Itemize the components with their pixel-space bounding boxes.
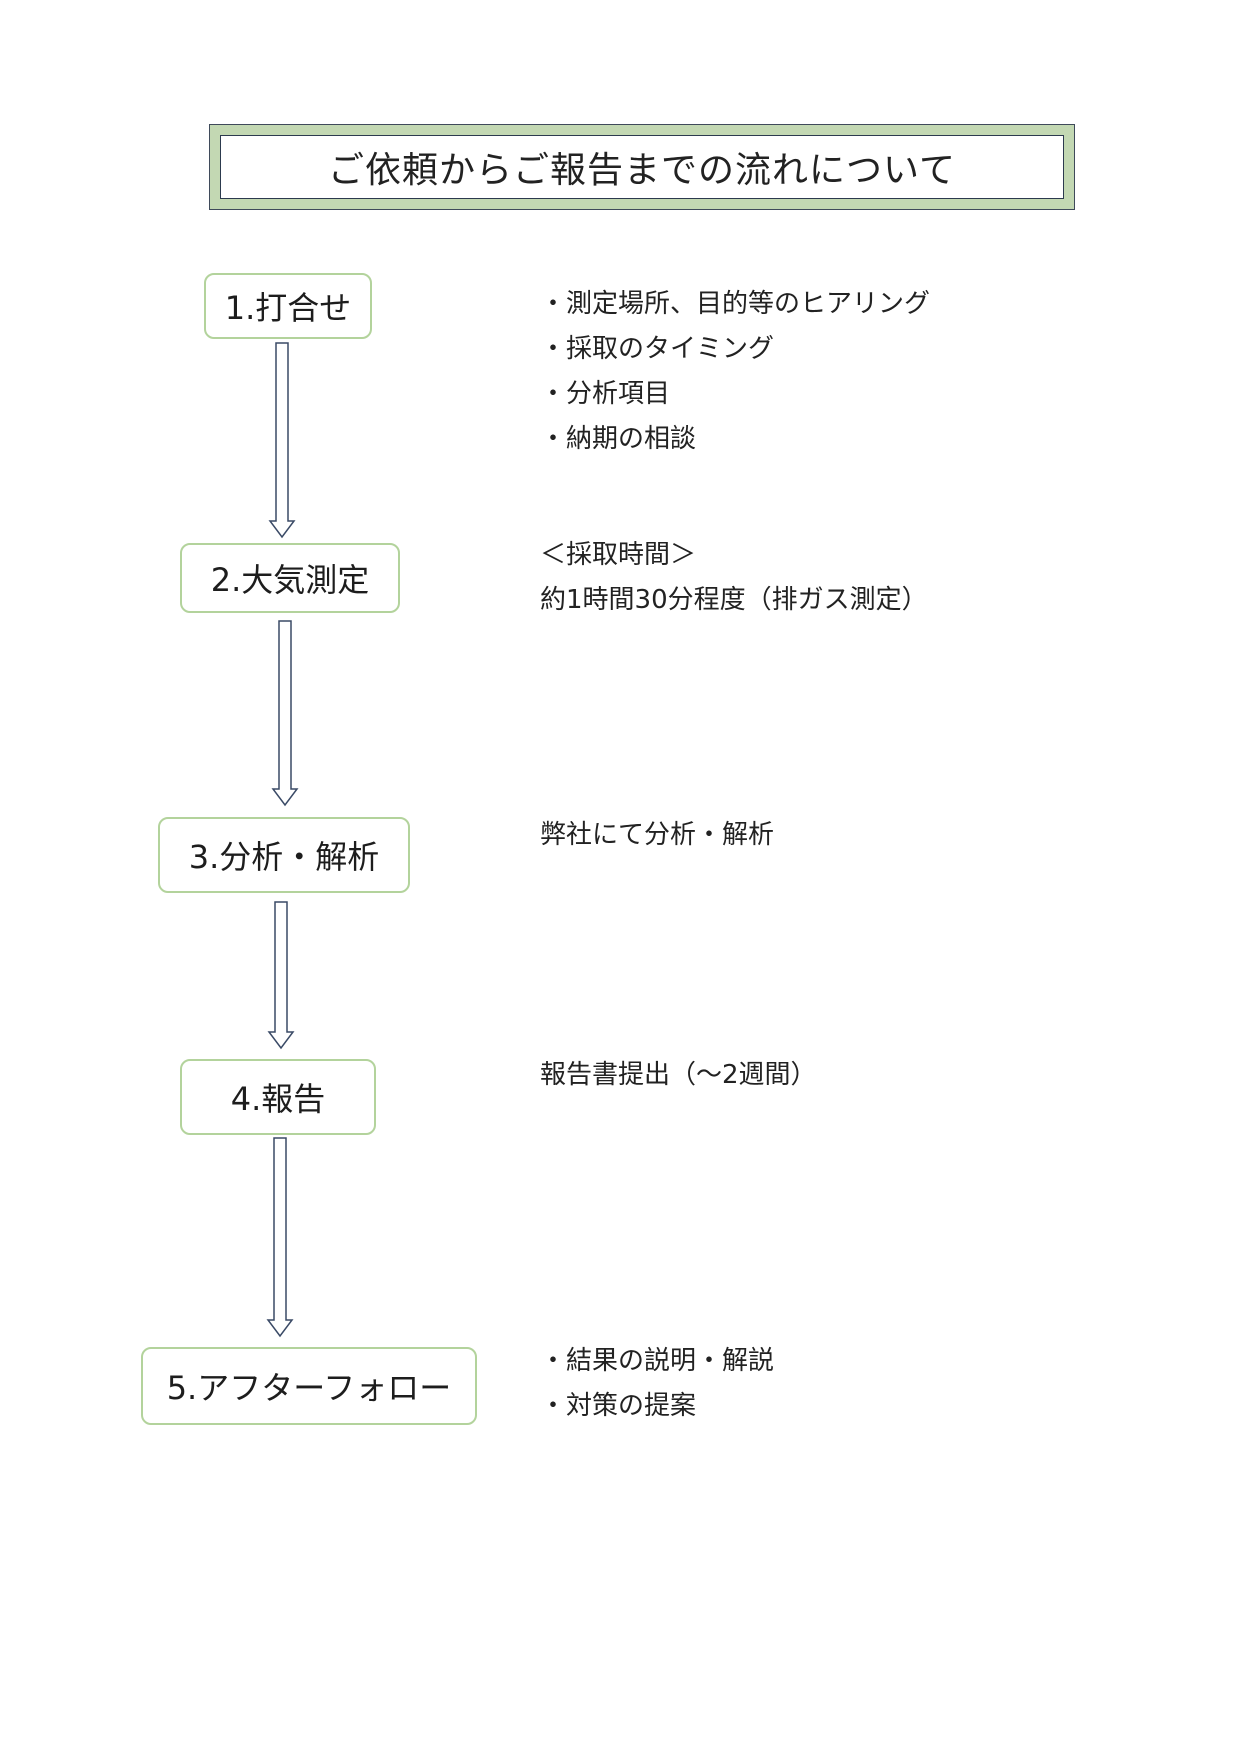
step-5-box: 5.アフターフォロー	[141, 1347, 477, 1425]
step-3-notes: 弊社にて分析・解析	[540, 813, 774, 858]
step-1-label: 1.打合せ	[224, 289, 352, 327]
step-4-label: 4.報告	[230, 1080, 326, 1118]
step-1-note-3: ・分析項目	[540, 379, 671, 409]
arrow-1-to-2	[268, 342, 296, 539]
step-1-box: 1.打合せ	[204, 273, 372, 339]
arrow-3-to-4	[267, 901, 295, 1050]
step-3-box: 3.分析・解析	[158, 817, 410, 893]
arrow-2-to-3	[271, 620, 299, 807]
step-2-notes: ＜採取時間＞ 約1時間30分程度（排ガス測定）	[540, 533, 928, 623]
title-frame: ご依頼からご報告までの流れについて	[209, 124, 1075, 210]
step-2-note-1: ＜採取時間＞	[540, 540, 697, 570]
step-4-box: 4.報告	[180, 1059, 376, 1135]
step-3-label: 3.分析・解析	[188, 838, 380, 876]
step-4-note-1: 報告書提出（～2週間）	[540, 1060, 817, 1090]
step-2-note-2: 約1時間30分程度（排ガス測定）	[540, 585, 928, 615]
step-2-label: 2.大気測定	[210, 561, 370, 599]
step-3-note-1: 弊社にて分析・解析	[540, 820, 775, 850]
step-4-notes: 報告書提出（～2週間）	[540, 1053, 817, 1098]
step-1-note-1: ・測定場所、目的等のヒアリング	[540, 289, 931, 319]
step-5-note-2: ・対策の提案	[540, 1391, 697, 1421]
step-5-label: 5.アフターフォロー	[166, 1369, 452, 1407]
step-1-note-4: ・納期の相談	[540, 424, 697, 454]
step-2-box: 2.大気測定	[180, 543, 400, 613]
step-1-notes: ・測定場所、目的等のヒアリング ・採取のタイミング ・分析項目 ・納期の相談	[540, 282, 930, 462]
page-title: ご依頼からご報告までの流れについて	[220, 135, 1064, 199]
step-5-notes: ・結果の説明・解説 ・対策の提案	[540, 1339, 774, 1429]
step-1-note-2: ・採取のタイミング	[540, 334, 775, 364]
step-5-note-1: ・結果の説明・解説	[540, 1346, 775, 1376]
arrow-4-to-5	[266, 1137, 294, 1338]
